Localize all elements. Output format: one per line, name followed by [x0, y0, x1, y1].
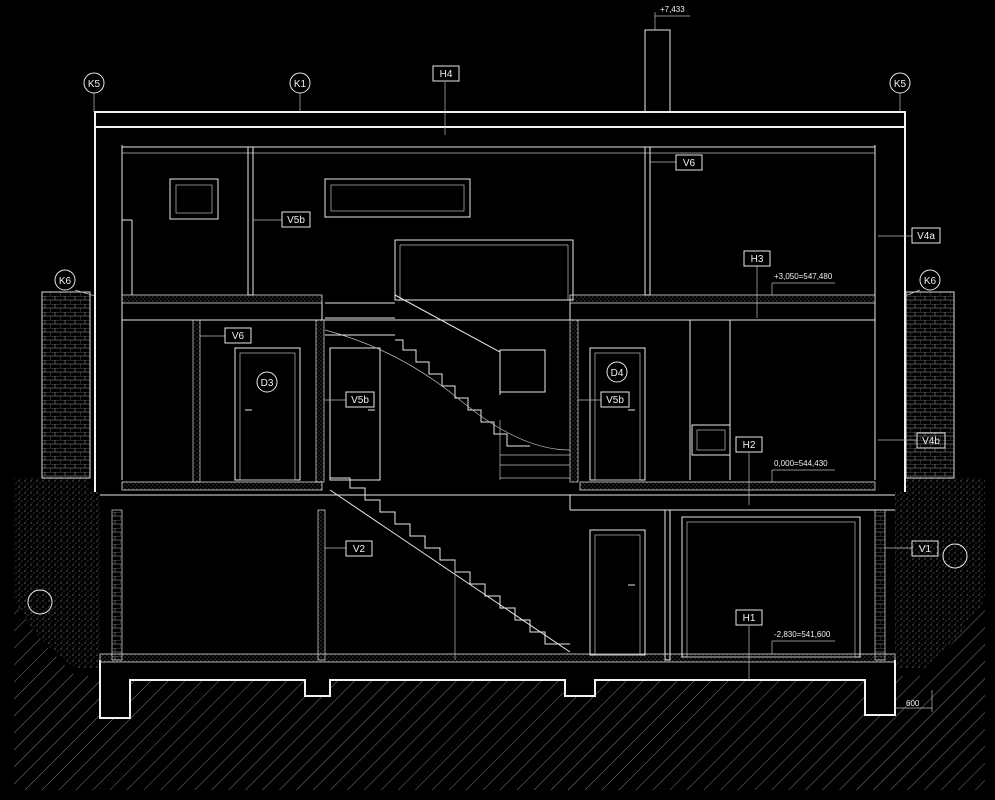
elevation-chimney: +7,433 [660, 5, 685, 14]
label-v6-top: V6 [683, 158, 696, 169]
elevation-h1: -2,830=541,600 [774, 630, 831, 639]
label-v4b: V4b [922, 436, 940, 447]
label-v5b-mid2: V5b [606, 395, 624, 406]
side-walls [41, 291, 955, 479]
label-h1: H1 [743, 613, 756, 624]
dimension-600: 600 [906, 699, 920, 708]
door-hall [329, 347, 381, 481]
ground-hatch [14, 600, 985, 790]
label-h4: H4 [440, 69, 453, 80]
callout-k5-left [83, 72, 105, 94]
label-v5b-top: V5b [287, 215, 305, 226]
label-d3: D3 [261, 378, 274, 389]
window-stair [499, 349, 546, 393]
label-h2: H2 [743, 440, 756, 451]
callout-d3 [256, 371, 278, 393]
label-k5-left: K5 [88, 79, 101, 90]
elevation-h3: +3,050=547,480 [774, 272, 833, 281]
door-d3 [234, 347, 301, 481]
door-basement [589, 529, 646, 656]
callout-k6-left [54, 269, 76, 291]
leaders [74, 82, 933, 712]
callout-d4 [606, 361, 628, 383]
label-d4: D4 [611, 368, 624, 379]
tags: H4 V6 V5b V4a H3 +3,050=547,480 V6 V5b V… [224, 5, 946, 708]
window-upper-center [324, 178, 471, 218]
elevation-h2: 0,000=544,430 [774, 459, 828, 468]
label-v4a: V4a [917, 231, 935, 242]
garage-door [681, 516, 861, 658]
callouts: K5 K1 K5 K6 K6 D3 D4 [54, 72, 941, 393]
label-k6-left: K6 [59, 276, 72, 287]
soil-fill [14, 478, 985, 668]
window-upper-left [169, 178, 219, 220]
label-k6-right: K6 [924, 276, 937, 287]
doors [234, 347, 861, 658]
label-v2: V2 [353, 544, 366, 555]
upper-slab [121, 294, 876, 321]
stairs [324, 239, 574, 660]
label-k1: K1 [294, 79, 307, 90]
label-h3: H3 [751, 254, 764, 265]
label-v5b-mid: V5b [351, 395, 369, 406]
foundations [99, 653, 896, 719]
label-k5-right: K5 [894, 79, 907, 90]
drain-pipe-left [27, 589, 53, 615]
kitchen-niche [691, 424, 731, 456]
interior-walls [111, 146, 886, 661]
windows [169, 178, 731, 456]
label-v1: V1 [919, 544, 932, 555]
label-v6-mid: V6 [232, 331, 245, 342]
ground-slab [100, 481, 895, 511]
callout-k5-right [889, 72, 911, 94]
callout-k1 [289, 72, 311, 94]
callout-k6-right [919, 269, 941, 291]
drain-pipe-right [942, 543, 968, 569]
